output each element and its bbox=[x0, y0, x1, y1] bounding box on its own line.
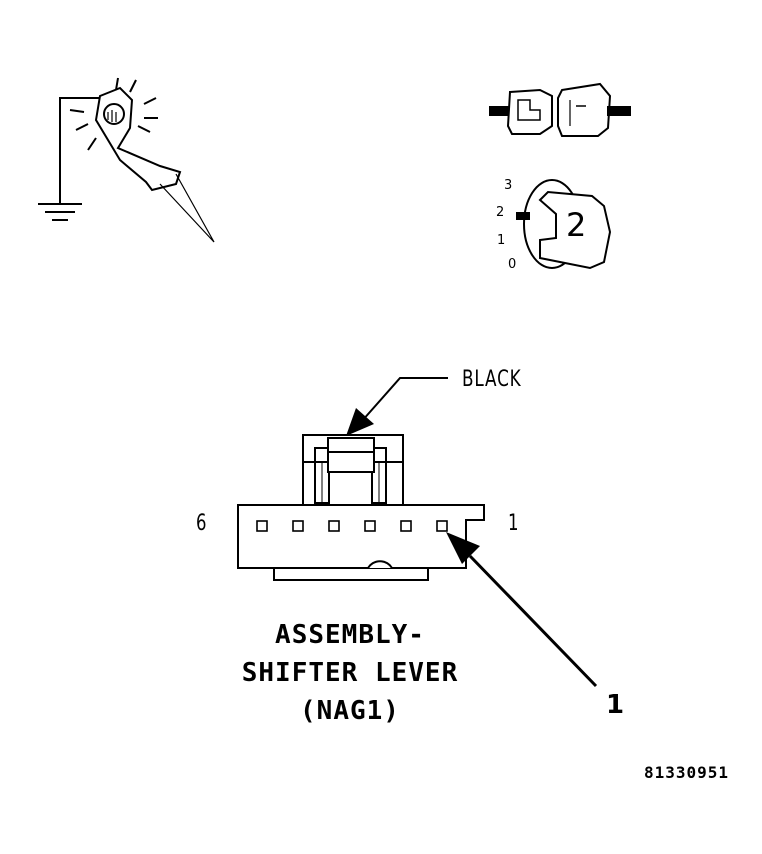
shifter-connector bbox=[237, 434, 485, 581]
title-line-1: ASSEMBLY- bbox=[275, 620, 425, 650]
ignition-key-icon bbox=[516, 179, 612, 270]
pin-cavities bbox=[256, 520, 448, 532]
ground-icon bbox=[38, 203, 82, 221]
callout-number: 1 bbox=[606, 690, 625, 720]
ignition-position-2: 2 bbox=[496, 205, 505, 220]
ignition-position-1: 1 bbox=[497, 233, 506, 248]
test-light-icon bbox=[38, 77, 215, 243]
callout-arrow bbox=[446, 532, 598, 688]
pin-label-left: 6 bbox=[196, 511, 207, 536]
component-title: ASSEMBLY- SHIFTER LEVER (NAG1) bbox=[230, 616, 470, 730]
pin-label-right: 1 bbox=[508, 511, 519, 536]
black-leader bbox=[346, 377, 448, 436]
disconnected-connector-icon bbox=[489, 82, 631, 137]
connector-color-label: BLACK bbox=[462, 367, 522, 392]
figure-id: 81330951 bbox=[644, 763, 730, 782]
title-line-2: SHIFTER LEVER bbox=[241, 658, 459, 688]
ignition-key-number: 2 bbox=[566, 206, 587, 244]
ignition-position-3: 3 bbox=[504, 178, 513, 193]
title-line-3: (NAG1) bbox=[300, 696, 400, 726]
ignition-position-0: 0 bbox=[508, 257, 517, 272]
